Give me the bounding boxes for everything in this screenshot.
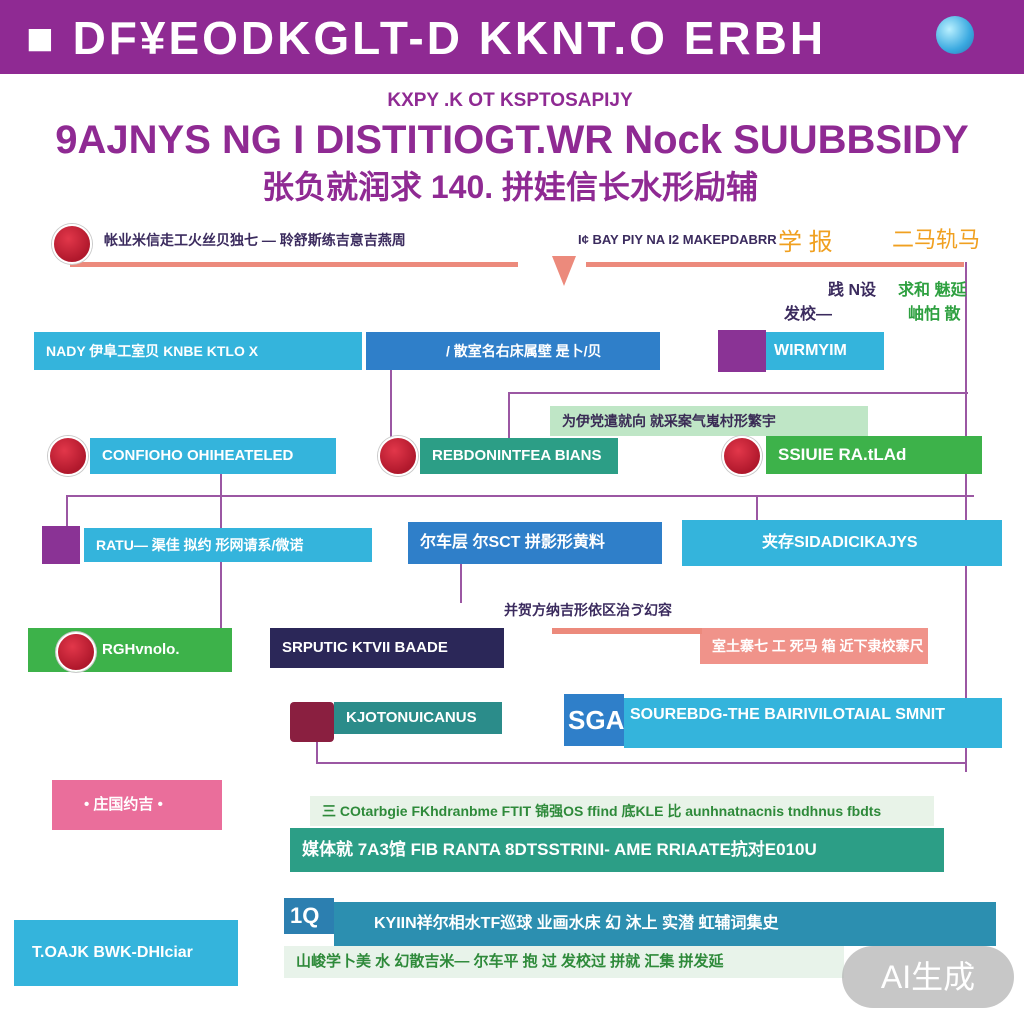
arrow-down-icon [552, 256, 576, 286]
page-title: 9AJNYS NG I DISTITIOGT.WR Nock SUUBBSIDY [55, 118, 969, 162]
connector-line [552, 628, 702, 634]
node-marker-icon [722, 436, 762, 476]
row1-note-a: 践 N设 [828, 282, 877, 299]
ai-generated-badge: AI生成 [842, 946, 1014, 1008]
connector-line [70, 262, 518, 267]
node-row3-b[interactable]: REBDONINTFEA BIANS [420, 438, 618, 474]
row1-orange-label: 学 报 [778, 229, 833, 256]
connector-line [66, 495, 68, 529]
connector-line [316, 762, 966, 764]
node-row2-b[interactable]: / 散室名右床属壁 是卜/贝 [366, 332, 660, 370]
row1-note-c: 发校— [784, 306, 833, 323]
pin-marker-icon [290, 702, 334, 742]
connector-line [66, 495, 974, 497]
row1-note-b: 求和 魅延 [898, 282, 967, 299]
doc-icon [718, 330, 766, 372]
connector-line [756, 497, 758, 523]
node-row6-a[interactable]: KJOTONUICANUS [334, 702, 502, 734]
node-row2-a[interactable]: NADY 伊阜工室贝 KNBE KTLO X [34, 332, 362, 370]
node-row7-pink[interactable]: • 庄国约吉 • [52, 780, 222, 830]
banner-row3: 为伊党遣就向 就采案气嵬村形繁宇 [550, 406, 868, 436]
node-row8-pale: 山峻学卜美 水 幻散吉米— 尔车平 抱 过 发校过 拼就 汇集 拼发延 [284, 946, 844, 978]
node-row6-b[interactable]: SOUREBDG-THE BAIRIVILOTAIAL SMNIT [624, 698, 1002, 748]
connector-line [586, 262, 964, 267]
node-row5-c[interactable]: 室土寨七 工 死马 箱 近下隶校寨尺 [700, 628, 928, 664]
kicker-text: KXPY .K OT KSPTOSAPIJY [387, 90, 633, 111]
node-row7-teal[interactable]: 媒体就 7A3馆 FIB RANTA 8DTSSTRINI- AME RRIAA… [290, 828, 944, 872]
chinese-subtitle: 张负就润求 140. 拼娃信长水形劶辅 [261, 169, 759, 205]
row1-note-d: 岫怕 散 [908, 306, 961, 323]
node-row8-blue[interactable]: KYIIN祥尔相水TF巡球 业画水床 幻 沐上 实潜 虹辅词集史 [334, 902, 996, 946]
node-row4-c[interactable]: 夹存SIDADICIKAJYS [682, 520, 1002, 566]
globe-icon [936, 16, 974, 54]
connector-line [460, 563, 462, 603]
node-row4-a[interactable]: RATU— 渠佳 拟约 形网请系/微诺 [84, 528, 372, 562]
row1-orange-label-2: 二马轨马 [892, 227, 981, 252]
row1-right-label: I¢ BAY PIY NA I2 MAKEPDABRR [578, 232, 777, 247]
node-row7-label: 三 COtarbgie FKhdranbme FTIT 锦强OS ffind 底… [310, 796, 934, 826]
node-row4-b[interactable]: 尔车层 尔SCT 拼影形黄料 [408, 522, 662, 564]
node-row3-c[interactable]: SSIUIE RA.tLAd [766, 436, 982, 474]
header-bar [0, 0, 1024, 74]
row5-note: 并贺方纳吉形依区治ゔ幻容 [504, 602, 672, 618]
connector-line [316, 732, 318, 764]
node-row8-tag: 1Q [284, 898, 334, 934]
node-row3-a[interactable]: CONFIOHO OHIHEATELED [90, 438, 336, 474]
node-marker-icon [378, 436, 418, 476]
node-row6-b-tag: SGA [564, 694, 624, 746]
node-row8-cyan[interactable]: T.OAJK BWK-DHIciar [14, 920, 238, 986]
header-title: ■ DF¥EODKGLT-D KKNT.O ERBH [26, 12, 827, 64]
flag-icon [42, 526, 80, 564]
connector-line [390, 368, 392, 446]
row1-left-label: 帐业米信走工火丝贝独七 — 聆舒斯练吉意吉燕周 [104, 232, 406, 248]
connector-line [508, 392, 968, 394]
node-marker-icon [52, 224, 92, 264]
node-row5-b[interactable]: SRPUTIC KTVII BAADE [270, 628, 504, 668]
node-marker-icon [48, 436, 88, 476]
connector-line [965, 262, 967, 772]
connector-line [508, 392, 510, 442]
node-marker-icon [56, 632, 96, 672]
